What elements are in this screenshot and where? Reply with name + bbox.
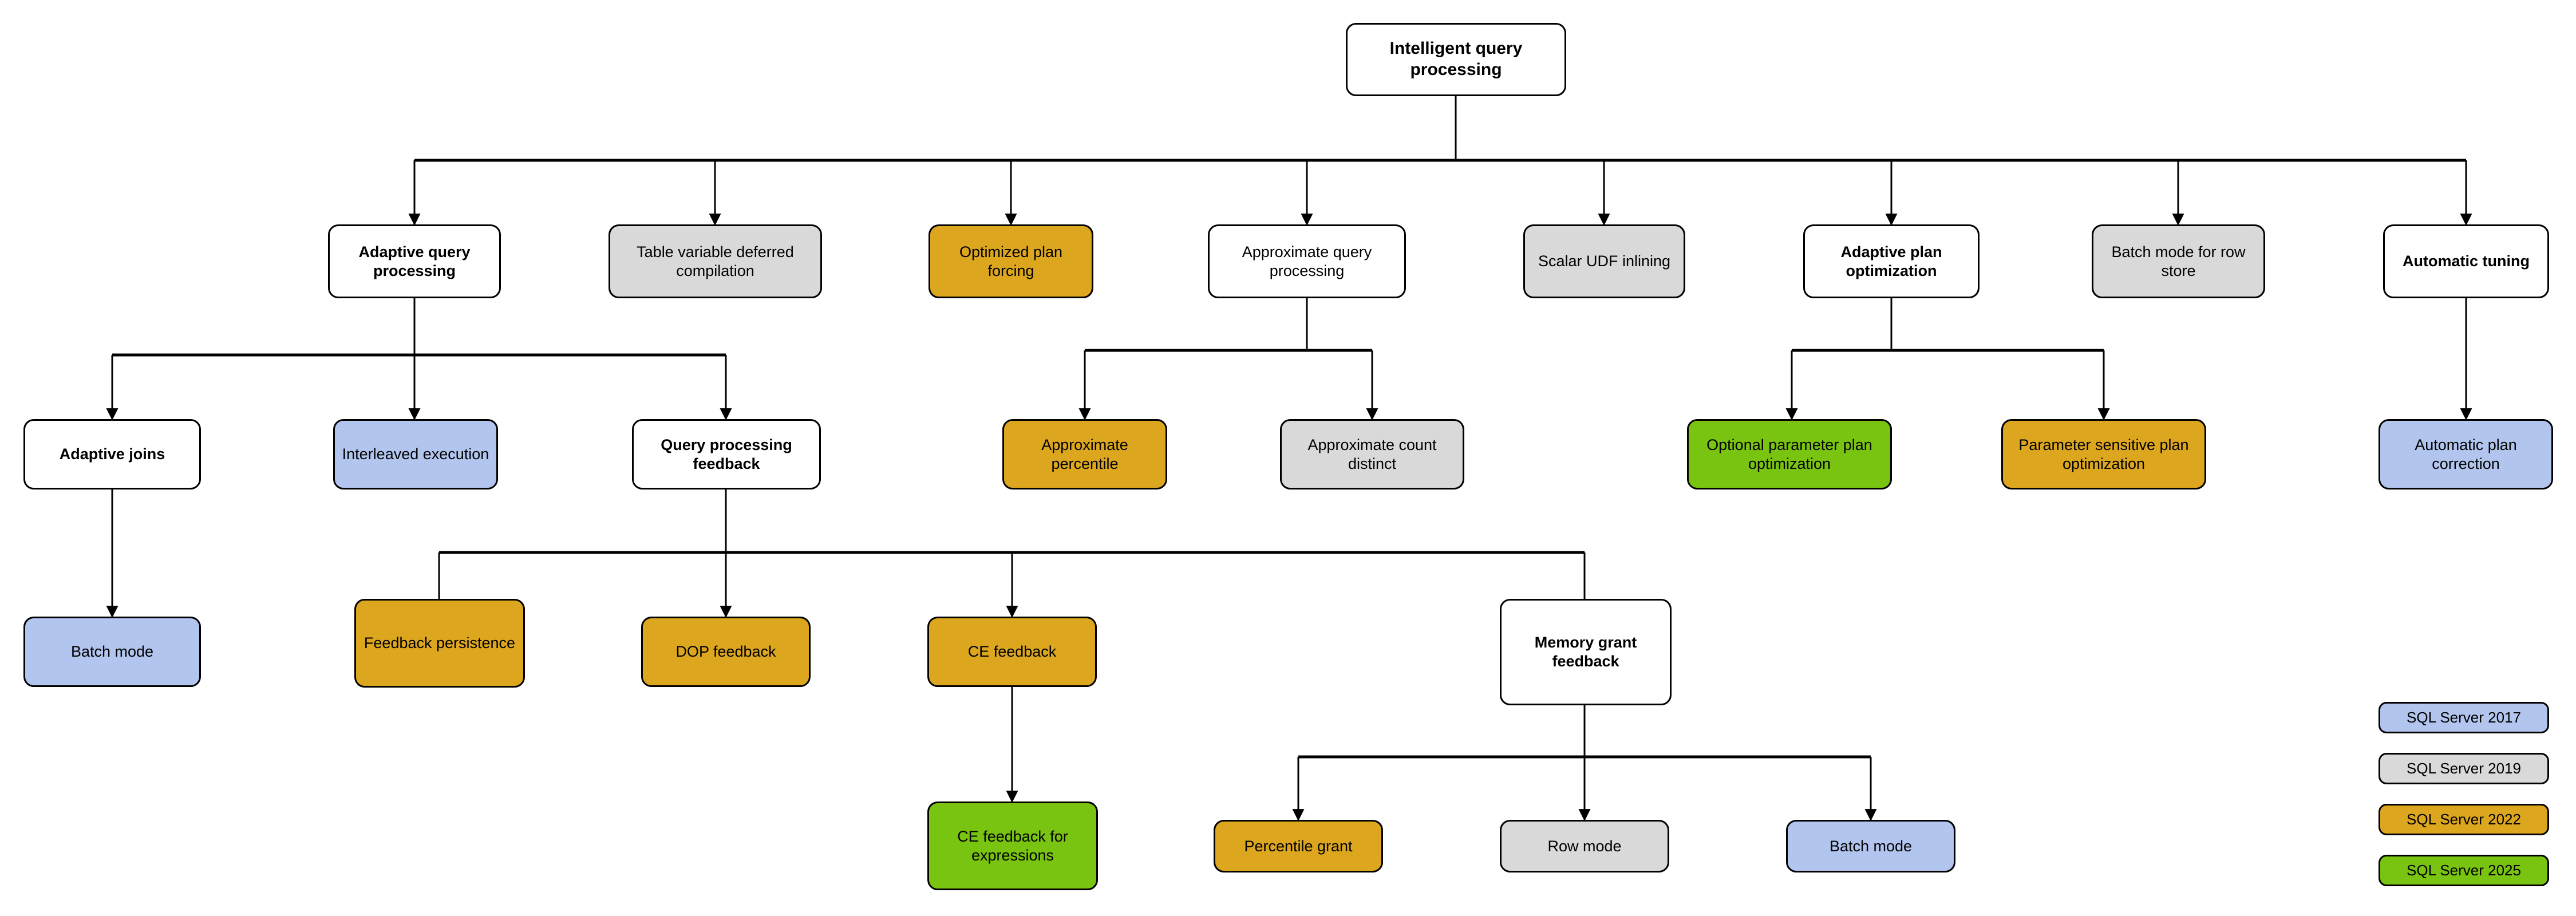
node-parameter-sensitive-plan-optimization[interactable]: Parameter sensitive plan optimization [2001, 419, 2206, 489]
node-query-processing-feedback[interactable]: Query processing feedback [632, 419, 821, 489]
node-optimized-plan-forcing[interactable]: Optimized plan forcing [929, 224, 1093, 298]
node-label: Adaptive plan optimization [1840, 243, 1942, 279]
node-label: Scalar UDF inlining [1538, 252, 1671, 270]
node-label: Approximate query processing [1242, 243, 1372, 279]
node-label: DOP feedback [675, 643, 776, 661]
node-automatic-plan-correction[interactable]: Automatic plan correction [2379, 419, 2553, 489]
node-memory-grant-feedback[interactable]: Memory grant feedback [1500, 599, 1672, 705]
node-label: Adaptive joins [59, 445, 165, 463]
node-row-mode[interactable]: Row mode [1500, 820, 1669, 872]
node-label: Intelligent query processing [1389, 39, 1523, 79]
node-table-variable-deferred-compilation[interactable]: Table variable deferred compilation [609, 224, 822, 298]
node-optional-parameter-plan-optimization[interactable]: Optional parameter plan optimization [1687, 419, 1892, 489]
node-ce-feedback[interactable]: CE feedback [927, 617, 1097, 687]
node-label: Optimized plan forcing [959, 243, 1063, 279]
node-label: Parameter sensitive plan optimization [2018, 436, 2189, 472]
node-label: Batch mode for row store [2111, 243, 2246, 279]
node-percentile-grant[interactable]: Percentile grant [1214, 820, 1383, 872]
legend-label: SQL Server 2025 [2407, 862, 2521, 879]
node-automatic-tuning[interactable]: Automatic tuning [2383, 224, 2549, 298]
node-adaptive-plan-optimization[interactable]: Adaptive plan optimization [1803, 224, 1980, 298]
node-label: CE feedback [967, 643, 1057, 661]
node-label: Query processing feedback [661, 436, 792, 472]
node-label: Approximate percentile [1041, 436, 1128, 472]
node-label: Automatic plan correction [2415, 436, 2517, 472]
legend-label: SQL Server 2022 [2407, 811, 2521, 828]
node-label: Memory grant feedback [1534, 634, 1637, 670]
node-approximate-percentile[interactable]: Approximate percentile [1002, 419, 1167, 489]
node-label: Approximate count distinct [1307, 436, 1437, 472]
node-label: CE feedback for expressions [957, 827, 1068, 864]
node-scalar-udf-inlining[interactable]: Scalar UDF inlining [1523, 224, 1685, 298]
node-feedback-persistence[interactable]: Feedback persistence [354, 599, 525, 688]
node-label: Batch mode [70, 643, 154, 661]
node-interleaved-execution[interactable]: Interleaved execution [333, 419, 498, 489]
legend-item-sql-server-2017[interactable]: SQL Server 2017 [2379, 702, 2549, 733]
node-ce-feedback-for-expressions[interactable]: CE feedback for expressions [927, 802, 1098, 890]
legend-item-sql-server-2022[interactable]: SQL Server 2022 [2379, 804, 2549, 835]
node-label: Feedback persistence [364, 634, 516, 652]
node-adaptive-joins[interactable]: Adaptive joins [23, 419, 201, 489]
legend-label: SQL Server 2019 [2407, 760, 2521, 777]
node-batch-mode-memory-grant[interactable]: Batch mode [1786, 820, 1955, 872]
node-approximate-query-processing[interactable]: Approximate query processing [1208, 224, 1406, 298]
node-label: Batch mode [1829, 837, 1913, 855]
node-label: Interleaved execution [342, 445, 489, 463]
node-dop-feedback[interactable]: DOP feedback [641, 617, 811, 687]
node-intelligent-query-processing[interactable]: Intelligent query processing [1346, 23, 1566, 96]
node-approximate-count-distinct[interactable]: Approximate count distinct [1280, 419, 1464, 489]
node-label: Row mode [1547, 837, 1622, 855]
node-batch-mode-for-row-store[interactable]: Batch mode for row store [2092, 224, 2265, 298]
node-label: Percentile grant [1244, 837, 1353, 855]
node-label: Adaptive query processing [358, 243, 471, 279]
node-adaptive-query-processing[interactable]: Adaptive query processing [328, 224, 501, 298]
legend-item-sql-server-2019[interactable]: SQL Server 2019 [2379, 753, 2549, 784]
legend-item-sql-server-2025[interactable]: SQL Server 2025 [2379, 855, 2549, 886]
node-label: Optional parameter plan optimization [1706, 436, 1872, 472]
node-batch-mode-adaptive-joins[interactable]: Batch mode [23, 617, 201, 687]
node-label: Table variable deferred compilation [637, 243, 794, 279]
legend-label: SQL Server 2017 [2407, 709, 2521, 726]
node-label: Automatic tuning [2403, 252, 2530, 270]
